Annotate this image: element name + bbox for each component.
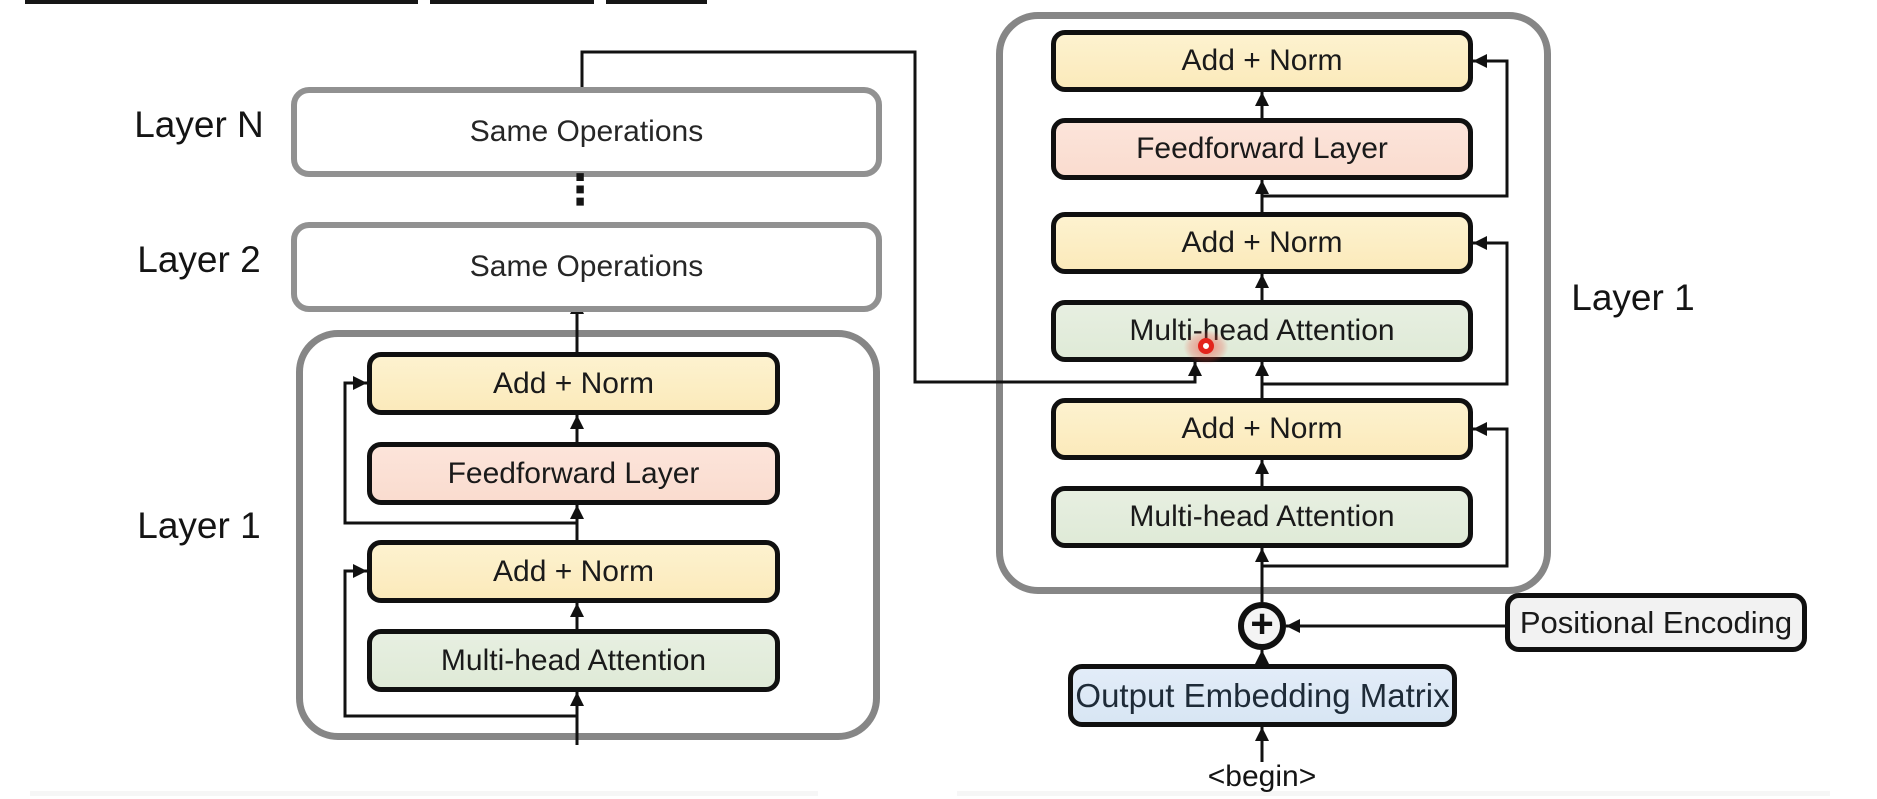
dec-add-norm-middle: Add + Norm: [1051, 212, 1473, 274]
bottom-strip: [30, 791, 818, 796]
enc-residual-upper: [343, 376, 577, 525]
enc-residual-lower: [343, 564, 577, 718]
dec-cross-attention: Multi-head Attention: [1051, 300, 1473, 362]
encoder-layer-n-label: Layer N: [134, 104, 264, 145]
same-operations-label: Same Operations: [469, 250, 704, 283]
enc-to-dec-cross-connection: [580, 50, 1202, 384]
top-bar-segment: [606, 0, 707, 4]
encoder-layer-2-box: Same Operations: [291, 222, 882, 312]
top-bar-segment: [25, 0, 418, 4]
stack-ellipsis: ⋮: [559, 166, 601, 213]
output-embedding-matrix-box: Output Embedding Matrix: [1068, 664, 1457, 727]
add-positional-plus-node: +: [1238, 602, 1286, 650]
positional-encoding-box: Positional Encoding: [1505, 593, 1807, 652]
top-bar-segment: [430, 0, 594, 4]
decoder-layer-1-label: Layer 1: [1571, 277, 1695, 318]
dec-feedforward: Feedforward Layer: [1051, 118, 1473, 180]
same-operations-label: Same Operations: [469, 115, 704, 148]
encoder-layer-n-box: Same Operations: [291, 87, 882, 177]
dec-residual-top: [1262, 54, 1509, 198]
click-indicator-cursor[interactable]: [1198, 338, 1214, 354]
enc-add-norm-top: Add + Norm: [367, 352, 780, 415]
dec-residual-bottom: [1262, 422, 1509, 568]
enc-add-norm-bottom: Add + Norm: [367, 540, 780, 603]
enc-feedforward: Feedforward Layer: [367, 442, 780, 505]
begin-token-label: <begin>: [1207, 760, 1317, 793]
decoder-layer-1-container: [996, 12, 1551, 594]
dec-self-attention: Multi-head Attention: [1051, 486, 1473, 548]
dec-add-norm-top: Add + Norm: [1051, 30, 1473, 92]
dec-residual-middle: [1262, 236, 1509, 386]
plus-sign: +: [1250, 601, 1274, 646]
encoder-layer-1-label: Layer 1: [137, 505, 261, 546]
bottom-strip: [957, 791, 1830, 796]
encoder-layer-2-label: Layer 2: [137, 239, 261, 280]
dec-add-norm-bottom: Add + Norm: [1051, 398, 1473, 460]
enc-multi-head-attention: Multi-head Attention: [367, 629, 780, 692]
encoder-layer-1-container: [296, 330, 880, 740]
